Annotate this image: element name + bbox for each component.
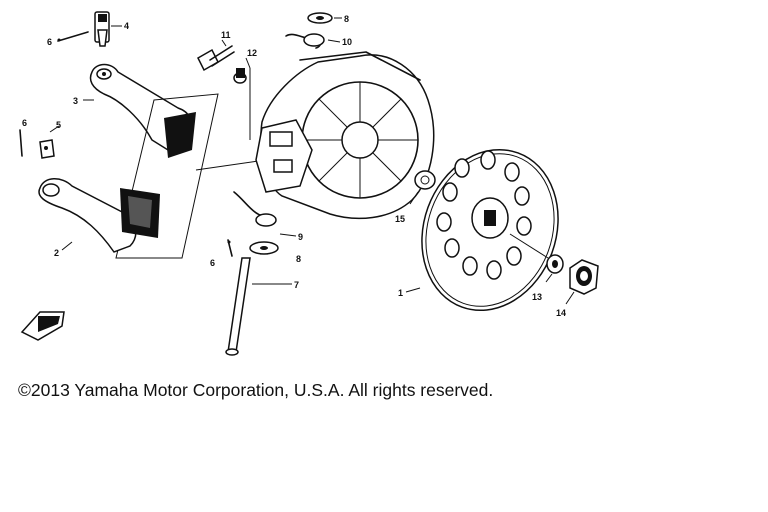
callout-11: 11 [221, 30, 231, 40]
callout-13: 13 [532, 292, 542, 302]
part-13-washer [545, 254, 564, 283]
part-8-washer-lower [249, 241, 279, 255]
part-10-spring-top [285, 33, 341, 49]
callout-4: 4 [124, 21, 129, 31]
callout-15: 15 [395, 214, 405, 224]
part-5-small-bracket [39, 125, 60, 159]
part-6-pin-top [57, 31, 89, 42]
part-8-cap-top [307, 12, 342, 24]
part-1-brake-disc [405, 148, 559, 312]
part-7-shaft [225, 257, 292, 356]
callout-5: 5 [56, 120, 61, 130]
callout-12: 12 [247, 48, 257, 58]
part-4-clamp-block [94, 11, 122, 47]
part-12-spacer [233, 57, 251, 84]
callout-8-top: 8 [344, 14, 349, 24]
callout-8-lower: 8 [296, 254, 301, 264]
part-11-bolt [197, 39, 235, 72]
part-6-pin-left [19, 129, 23, 157]
part-2-lower-arm [38, 178, 160, 253]
front-arrow-icon [20, 311, 65, 341]
callout-6-left: 6 [22, 118, 27, 128]
callout-1: 1 [398, 288, 403, 298]
copyright-notice: ©2013 Yamaha Motor Corporation, U.S.A. A… [18, 380, 494, 400]
callout-2: 2 [54, 248, 59, 258]
part-6-pin-lower [227, 239, 233, 257]
callout-14: 14 [556, 308, 566, 318]
part-14-nut [565, 259, 599, 305]
drive-housing [255, 51, 435, 220]
callout-9: 9 [298, 232, 303, 242]
exploded-parts-diagram: 4 6 3 5 6 2 11 12 8 10 9 6 8 7 15 1 13 1… [19, 11, 599, 356]
callout-10: 10 [342, 37, 352, 47]
part-9-spring-lower [233, 191, 297, 237]
callout-labels: 4 6 3 5 6 2 11 12 8 10 9 6 8 7 15 1 13 1… [22, 14, 566, 318]
callout-3: 3 [73, 96, 78, 106]
callout-6-top: 6 [47, 37, 52, 47]
callout-7: 7 [294, 280, 299, 290]
callout-6-lower: 6 [210, 258, 215, 268]
part-15-washer [409, 170, 436, 205]
part-3-upper-arm [83, 63, 196, 158]
